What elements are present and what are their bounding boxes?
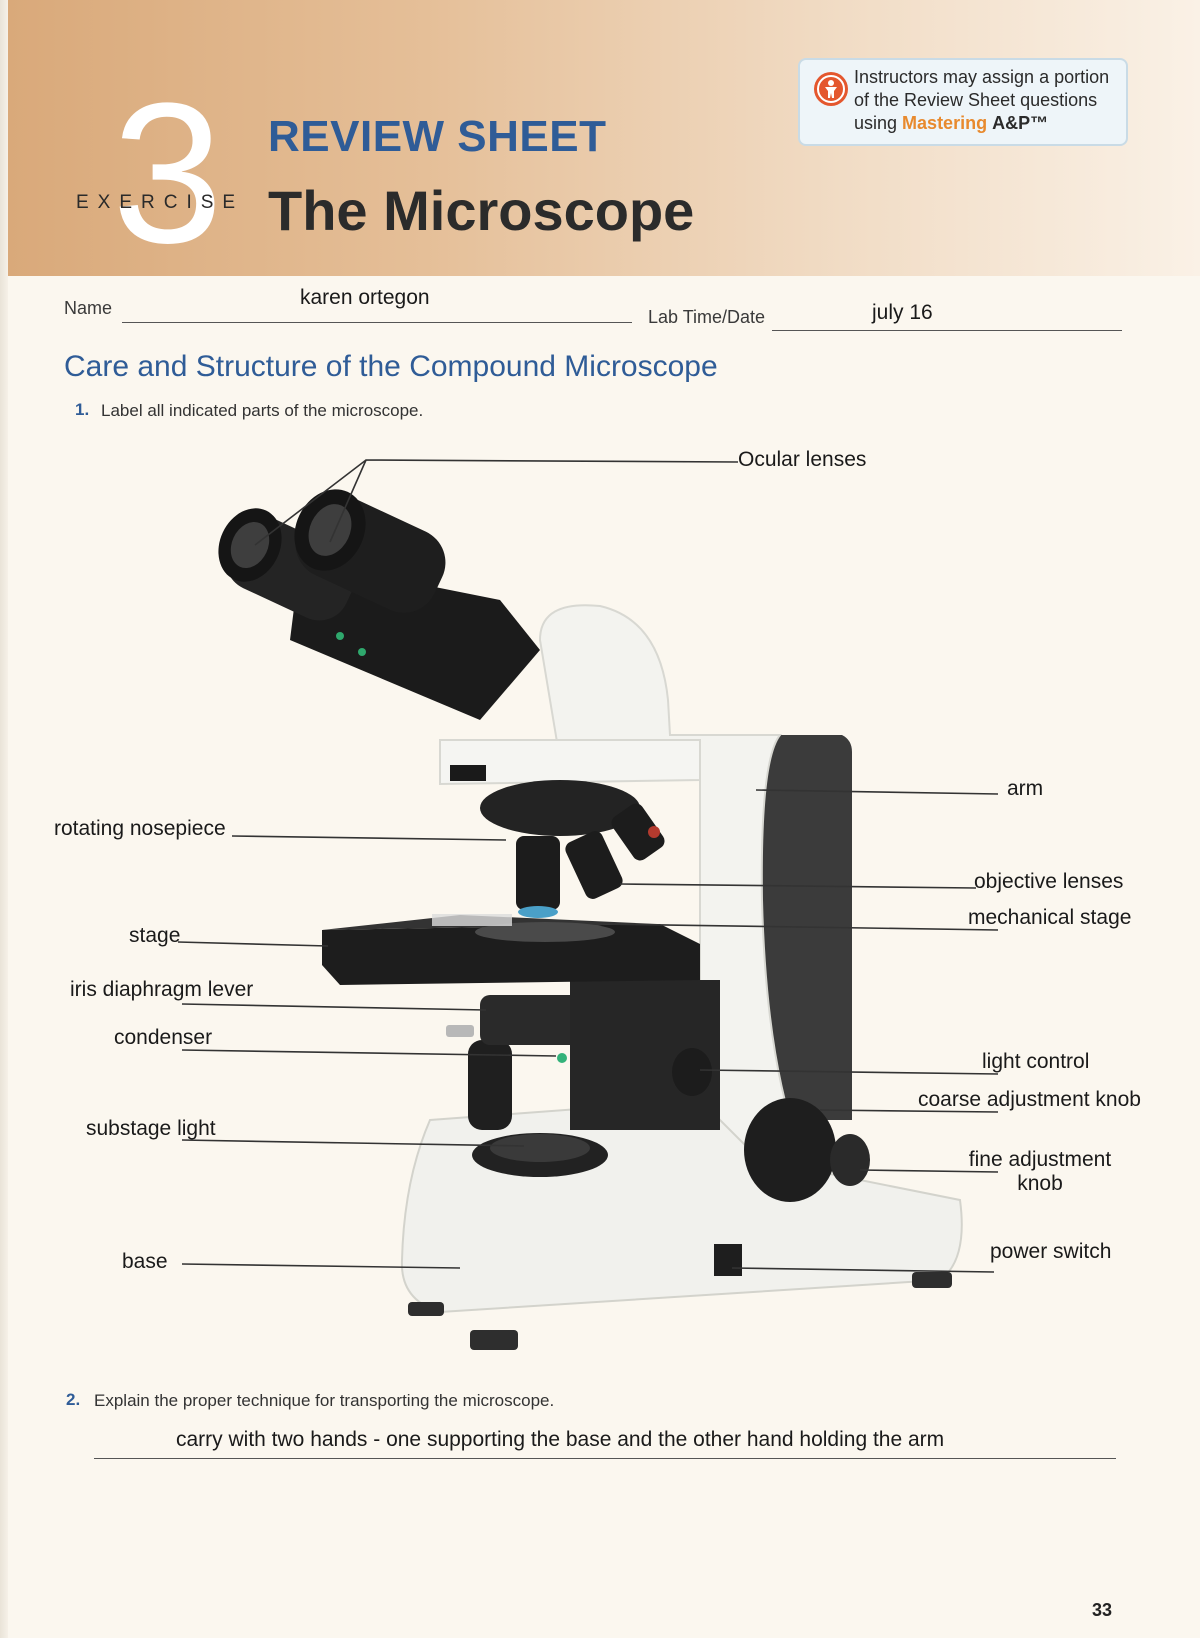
mastering-brand: Mastering: [902, 113, 988, 133]
foot-right: [912, 1272, 952, 1288]
exercise-word: EXERCISE: [76, 192, 245, 213]
exercise-number: 3: [112, 62, 224, 285]
label-ocular-lenses[interactable]: Ocular lenses: [738, 448, 867, 471]
leader-stage: [177, 941, 329, 947]
question-2-number: 2.: [66, 1390, 81, 1409]
page-edge: [0, 0, 8, 1638]
slide: [432, 914, 512, 926]
leader-lines: [177, 459, 999, 1273]
leader-base: [181, 1263, 461, 1269]
label-iris-diaphragm-lever[interactable]: iris diaphragm lever: [70, 978, 254, 1001]
label-power-switch[interactable]: power switch: [990, 1240, 1112, 1263]
light-control-knob: [672, 1048, 712, 1096]
name-label: Name: [64, 298, 113, 318]
review-sheet-heading: REVIEW SHEET: [268, 112, 607, 161]
leader-objective: [619, 883, 977, 889]
binocular-head: [290, 560, 540, 720]
label-objective-lenses[interactable]: objective lenses: [974, 870, 1124, 893]
leader-iris: [181, 1003, 487, 1011]
mastering-brand-suffix: A&P™: [992, 113, 1049, 133]
label-stage[interactable]: stage: [129, 924, 181, 947]
foot-front: [470, 1330, 518, 1350]
leader-mech-stage: [599, 923, 999, 931]
page-title: The Microscope: [268, 179, 695, 242]
mastering-note-text: Instructors may assign a portion of the …: [854, 66, 1120, 135]
answer-line: [94, 1458, 1116, 1459]
labtime-field[interactable]: july 16: [872, 301, 933, 324]
label-base[interactable]: base: [122, 1250, 168, 1273]
label-arm[interactable]: arm: [1007, 777, 1044, 800]
mastering-note-sentence: Instructors may assign a portion of the …: [854, 67, 1110, 133]
name-field[interactable]: karen ortegon: [300, 286, 430, 309]
question-2-answer[interactable]: carry with two hands - one supporting th…: [176, 1428, 945, 1451]
leader-coarse: [819, 1109, 999, 1113]
question-1-text: Label all indicated parts of the microsc…: [101, 401, 424, 420]
objective-3: [611, 803, 665, 861]
foot-left: [408, 1302, 444, 1316]
objective-1: [516, 836, 560, 910]
leader-arm: [755, 789, 999, 795]
nosepiece-part: [480, 780, 640, 836]
fine-knob: [830, 1134, 870, 1186]
label-coarse-adjustment-knob[interactable]: coarse adjustment knob: [918, 1088, 1141, 1111]
leader-nosepiece: [231, 835, 507, 841]
stage-part: [322, 924, 700, 985]
mastering-person-icon: [814, 72, 848, 106]
coarse-knob: [744, 1098, 836, 1202]
labtime-label: Lab Time/Date: [648, 307, 766, 327]
back-column: [700, 735, 852, 1120]
objective-2: [565, 831, 623, 899]
leader-power: [731, 1267, 995, 1273]
label-fine-adjustment-knob[interactable]: fine adjustment knob: [960, 1148, 1120, 1196]
microscope-base: [400, 1098, 963, 1314]
label-mechanical-stage[interactable]: mechanical stage: [968, 906, 1132, 929]
question-2-text: Explain the proper technique for transpo…: [94, 1391, 555, 1410]
label-substage-light[interactable]: substage light: [86, 1117, 216, 1140]
label-light-control[interactable]: light control: [982, 1050, 1090, 1073]
label-fine-line-2: knob: [1017, 1172, 1063, 1195]
condenser-knob-stack: [468, 1040, 512, 1130]
question-1-number: 1.: [75, 400, 90, 419]
section-heading: Care and Structure of the Compound Micro…: [64, 350, 718, 383]
label-fine-line-1: fine adjustment: [968, 1148, 1112, 1171]
mastering-note: Instructors may assign a portion of the …: [798, 58, 1128, 146]
leader-fine: [859, 1169, 999, 1173]
label-condenser[interactable]: condenser: [114, 1026, 213, 1049]
leader-substage: [181, 1139, 525, 1147]
head-collar: [439, 739, 701, 786]
page-number: 33: [1092, 1600, 1113, 1620]
label-rotating-nosepiece[interactable]: rotating nosepiece: [54, 817, 226, 840]
power-switch-part: [714, 1244, 742, 1276]
leader-light-control: [699, 1069, 999, 1075]
leader-condenser: [181, 1049, 557, 1057]
labtime-line: [772, 330, 1122, 331]
name-line: [122, 322, 632, 323]
